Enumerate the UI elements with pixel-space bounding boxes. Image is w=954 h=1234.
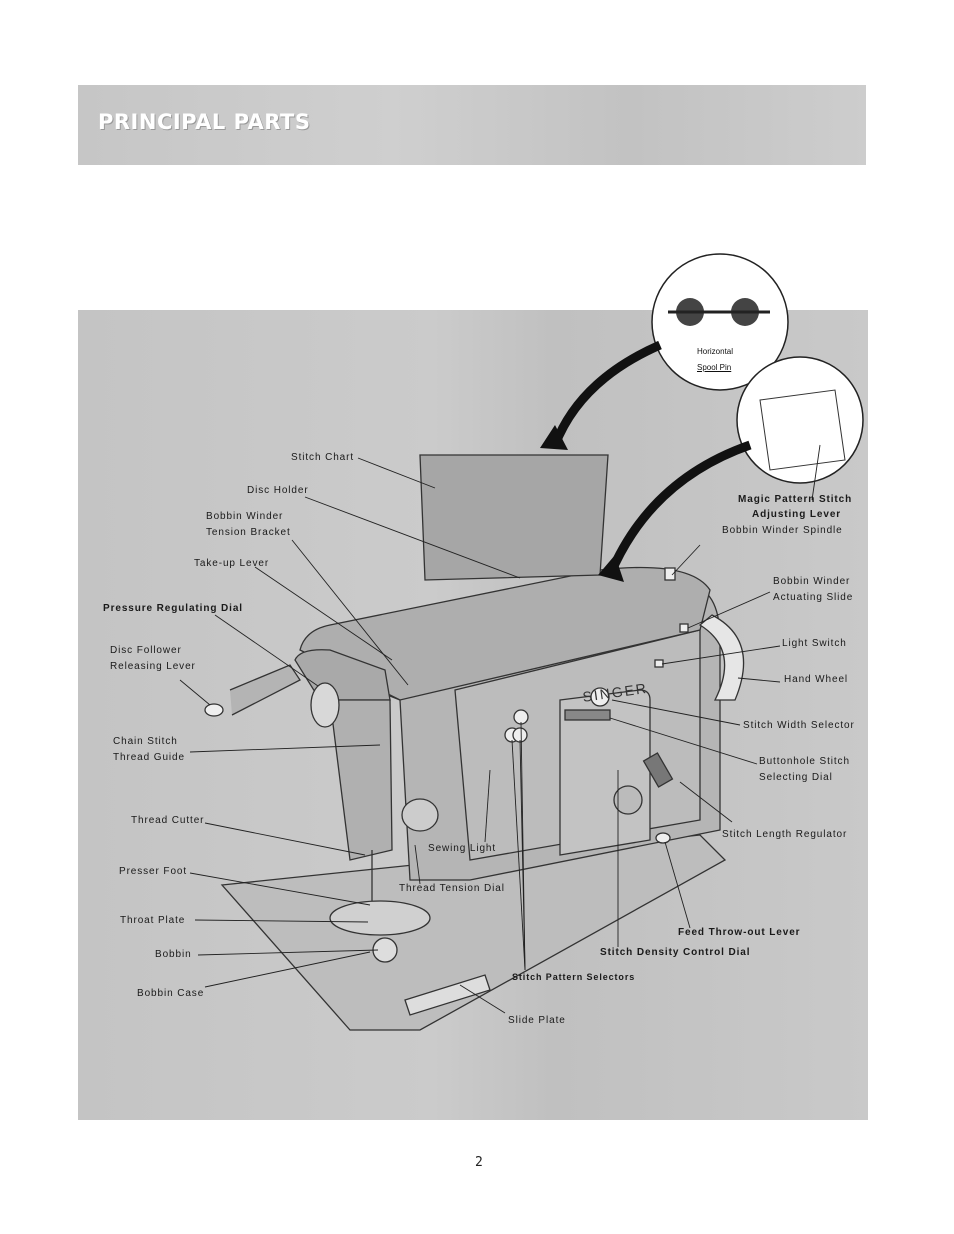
label-hand-wheel: Hand Wheel	[784, 674, 849, 685]
label-disc-follower-1: Disc Follower	[110, 645, 182, 656]
label-disc-follower-2: Releasing Lever	[110, 661, 196, 672]
label-presser-foot: Presser Foot	[119, 866, 188, 877]
label-thread-tension-dial: Thread Tension Dial	[399, 883, 505, 894]
label-bobbin-winder-slide-1: Bobbin Winder	[773, 576, 851, 587]
label-light-switch: Light Switch	[782, 638, 847, 649]
spool-pin-label-2: Spool Pin	[697, 363, 732, 372]
label-pressure-regulating-dial: Pressure Regulating Dial	[103, 603, 243, 614]
label-stitch-length-regulator: Stitch Length Regulator	[722, 829, 848, 840]
label-bobbin-winder-tension-2: Tension Bracket	[206, 527, 291, 538]
label-bobbin-winder-spindle: Bobbin Winder Spindle	[722, 525, 843, 536]
label-take-up-lever: Take-up Lever	[194, 558, 270, 569]
label-stitch-width-selector: Stitch Width Selector	[743, 720, 855, 731]
label-chain-stitch-2: Thread Guide	[113, 752, 185, 763]
label-thread-cutter: Thread Cutter	[131, 815, 205, 826]
label-buttonhole-1: Buttonhole Stitch	[759, 756, 850, 767]
label-stitch-chart: Stitch Chart	[291, 452, 355, 463]
label-buttonhole-2: Selecting Dial	[759, 772, 833, 783]
label-bobbin: Bobbin	[155, 949, 192, 960]
label-magic-pattern-1: Magic Pattern Stitch	[738, 494, 853, 505]
spool-pin-inset	[651, 253, 789, 391]
label-feed-throw-out-lever: Feed Throw-out Lever	[678, 927, 801, 938]
label-magic-pattern-2: Adjusting Lever	[752, 509, 842, 520]
label-stitch-pattern-selectors: Stitch Pattern Selectors	[512, 972, 636, 982]
spool-pin-label: Horizontal	[697, 347, 734, 356]
label-stitch-density-control-dial: Stitch Density Control Dial	[600, 947, 751, 958]
leader-lines	[179, 444, 821, 1014]
label-disc-holder: Disc Holder	[247, 485, 309, 496]
label-bobbin-winder-slide-2: Actuating Slide	[773, 592, 854, 603]
section-header: PRINCIPAL PARTS	[78, 85, 866, 165]
magic-pattern-inset	[736, 356, 864, 484]
stitch-chart-shape	[419, 454, 609, 581]
label-throat-plate: Throat Plate	[120, 915, 186, 926]
label-chain-stitch-1: Chain Stitch	[113, 736, 178, 747]
page-title: PRINCIPAL PARTS	[98, 110, 311, 134]
label-bobbin-winder-tension-1: Bobbin Winder	[206, 511, 284, 522]
label-bobbin-case: Bobbin Case	[137, 988, 205, 999]
label-sewing-light: Sewing Light	[428, 843, 497, 854]
page-number: 2	[475, 1155, 483, 1170]
label-slide-plate: Slide Plate	[508, 1015, 566, 1026]
